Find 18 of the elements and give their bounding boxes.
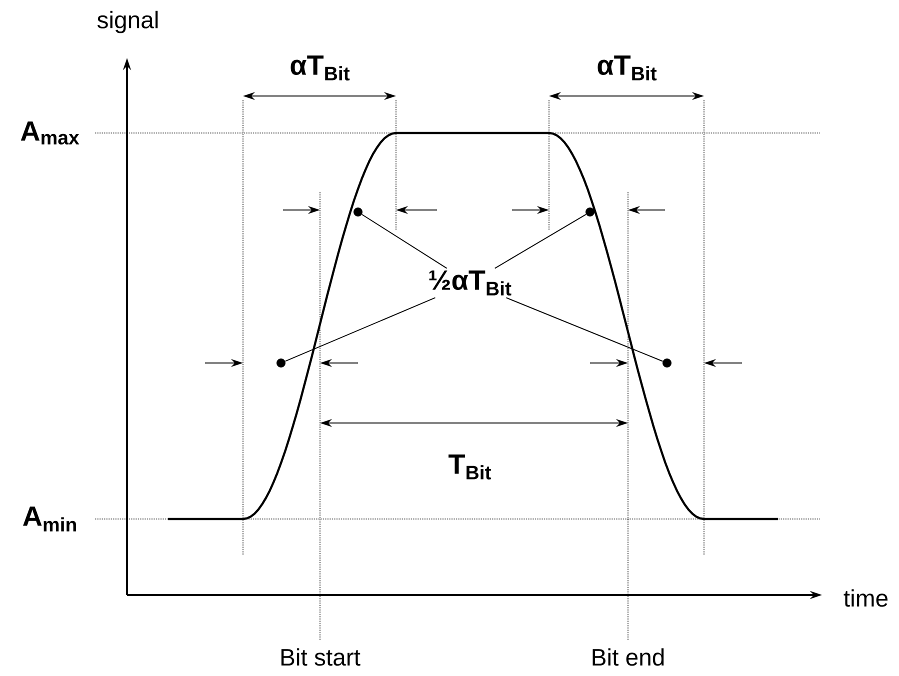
leader-line (494, 214, 586, 269)
level-label: A$_{min}$ (23, 506, 76, 532)
leader-line (284, 297, 436, 362)
axis-label: signal (97, 10, 158, 34)
position-label: Bit start (281, 648, 360, 666)
dimension-label: αT$_{Bit}$ (598, 56, 657, 80)
axis-label: time (844, 589, 888, 607)
dot-marker (276, 358, 286, 368)
position-label: Bit end (592, 648, 664, 666)
dot-marker (586, 208, 594, 216)
leader-line (361, 214, 448, 269)
level-label: A$_{max}$ (20, 121, 80, 145)
dimension-label: T$_{Bit}$ (448, 454, 492, 480)
dot-marker (662, 358, 672, 368)
dimension-label: αT$_{Bit}$ (290, 56, 350, 80)
dot-marker (354, 208, 362, 216)
callout-label: ½αT$_{Bit}$ (429, 270, 512, 296)
leader-line (506, 297, 664, 362)
